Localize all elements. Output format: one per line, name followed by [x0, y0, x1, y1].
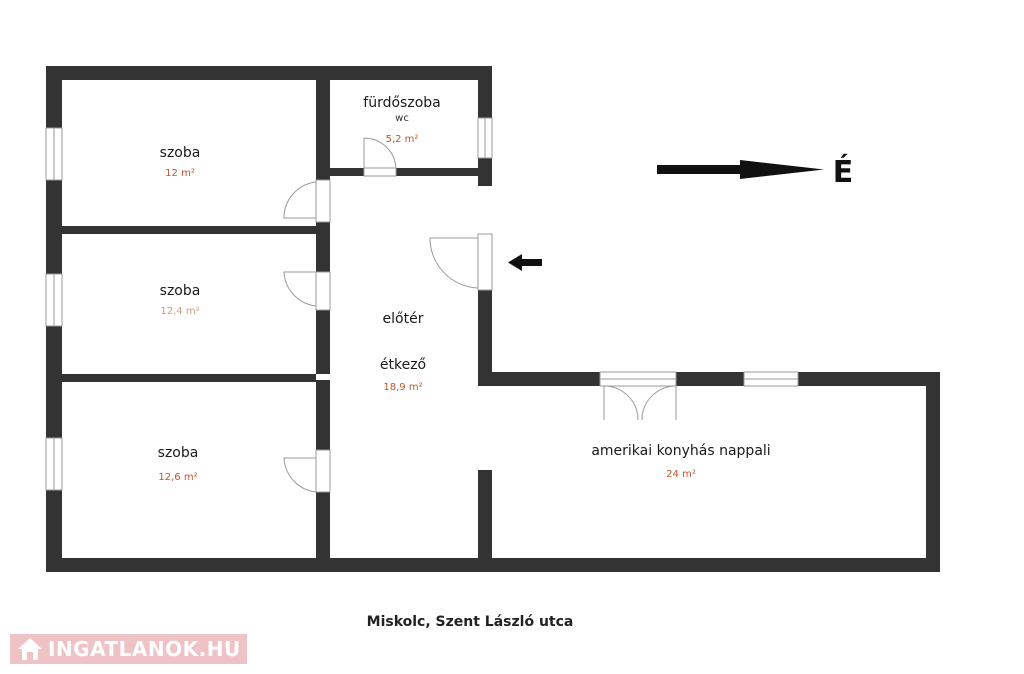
room-furdoszoba-name: fürdőszoba — [363, 95, 440, 111]
room-szoba-2-name: szoba — [160, 283, 201, 299]
room-furdoszoba-area: 5,2 m² — [386, 134, 419, 145]
room-szoba-3-name: szoba — [158, 445, 199, 461]
windows — [45, 117, 799, 491]
doors — [283, 137, 677, 493]
floor-plan: É szoba 12 m² szoba 12,4 m² szoba 12,6 m… — [45, 66, 940, 572]
north-arrow-icon — [657, 160, 824, 179]
address-caption: Miskolc, Szent László utca — [366, 614, 574, 630]
entrance-arrow-icon — [508, 254, 542, 271]
room-nappali-name: amerikai konyhás nappali — [591, 443, 770, 459]
walls — [46, 66, 940, 572]
room-etkezo-name: étkező — [380, 357, 426, 373]
room-szoba-1-area: 12 m² — [165, 168, 195, 179]
room-etkezo-area: 18,9 m² — [383, 382, 422, 393]
room-eloter-name: előtér — [383, 311, 424, 327]
house-icon — [18, 638, 42, 660]
room-szoba-1-name: szoba — [160, 145, 201, 161]
room-szoba-2-area: 12,4 m² — [160, 306, 199, 317]
room-szoba-3-area: 12,6 m² — [158, 472, 197, 483]
north-label: É — [833, 154, 854, 190]
room-nappali-area: 24 m² — [666, 469, 696, 480]
room-furdoszoba-sub: wc — [395, 113, 409, 124]
ingatlanok-logo: INGATLANOK.HU — [10, 634, 247, 664]
logo-text: INGATLANOK.HU — [48, 637, 241, 661]
